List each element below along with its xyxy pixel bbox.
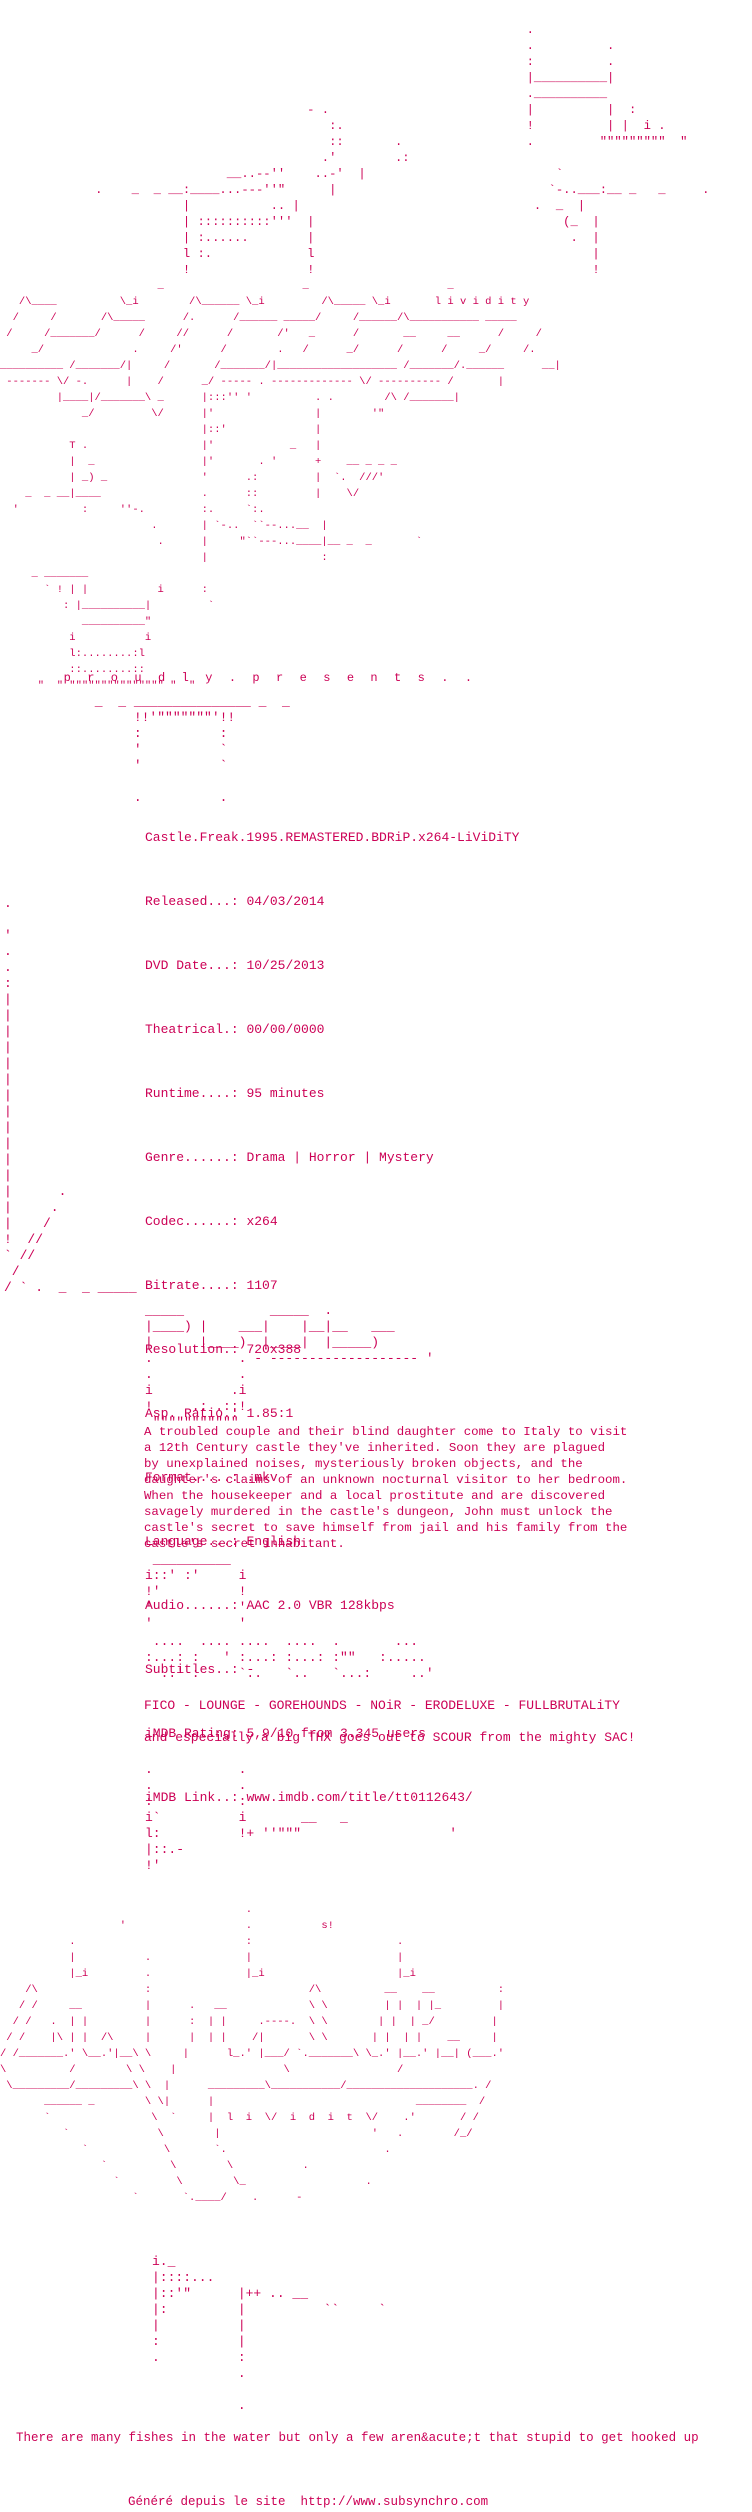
info-label: iMDB Link..: (145, 1790, 239, 1805)
info-label: Bitrate....: (145, 1278, 239, 1293)
info-value: 10/25/2013 (246, 958, 325, 973)
info-label: Codec......: (145, 1214, 239, 1229)
info-value: x264 (246, 1214, 278, 1229)
info-label: Asp. Ratio.: (145, 1406, 239, 1421)
info-label: Resolution.: (145, 1342, 239, 1357)
info-label: Language...: (145, 1534, 239, 1549)
info-label: Subtitles..: (145, 1662, 239, 1677)
info-row-released: Released...: 04/03/2014 (145, 894, 519, 926)
info-value: Drama | Horror | Mystery (246, 1150, 434, 1165)
info-row-format: Format.....: .mkv (145, 1470, 519, 1502)
info-row-imdb-rating: iMDB Rating: 5,9/10 from 3.345 users (145, 1726, 519, 1758)
info-value: 1.85:1 (246, 1406, 294, 1421)
info-value: - (246, 1662, 255, 1677)
info-row-bitrate: Bitrate....: 1107 (145, 1278, 519, 1310)
info-label: DVD Date...: (145, 958, 239, 973)
info-value: English (246, 1534, 302, 1549)
ascii-plot-banner: _____ _____ . |____) | ___| |__|__ ___ |… (145, 1303, 434, 1430)
info-label: iMDB Rating: (145, 1726, 239, 1741)
info-row-subtitles: Subtitles..: - (145, 1662, 519, 1694)
info-row-dvd-date: DVD Date...: 10/25/2013 (145, 958, 519, 990)
ascii-logo-lividity: _ _ _ /\____ \_i /\______ \_i /\_____ \_… (0, 280, 561, 692)
info-label: Theatrical.: (145, 1022, 239, 1037)
info-value: 04/03/2014 (246, 894, 325, 909)
release-info: Castle.Freak.1995.REMASTERED.BDRiP.x264-… (145, 798, 519, 1838)
ascii-art-castle-top: . . . : . (95, 23, 710, 277)
footer: Généré depuis le site http://www.subsync… (128, 2494, 488, 2510)
greets-thanks: and especially a big THX goes out to SCO… (144, 1730, 636, 1745)
info-row-genre: Genre......: Drama | Horror | Mystery (145, 1150, 519, 1182)
greets-groups: FICO - LOUNGE - GOREHOUNDS - NOiR - EROD… (144, 1698, 620, 1713)
info-row-aspect-ratio: Asp. Ratio.: 1.85:1 (145, 1406, 519, 1438)
info-row-runtime: Runtime....: 95 minutes (145, 1086, 519, 1118)
tagline: There are many fishes in the water but o… (16, 2431, 699, 2445)
ascii-bottom-box: i._ |::::... |::'" |++ .. __ |: | `` ` |… (152, 2254, 387, 2413)
info-label: Released...: (145, 894, 239, 909)
info-row-resolution: Resolution.: 720x388 (145, 1342, 519, 1374)
ascii-box-after-greets: . . . . : : i` i __ _ l: !+ ''""" ' |::.… (145, 1762, 458, 1873)
proudly-presents-text: p r o u d l y . p r e s e n t s . . (40, 671, 477, 685)
ascii-left-border: . ' . . : | | | | | | | | | | | | | . | … (4, 896, 137, 1295)
info-label: Audio......: (145, 1598, 239, 1613)
imdb-link[interactable]: www.imdb.com/title/tt0112643/ (246, 1790, 473, 1805)
footer-site-link[interactable]: http://www.subsynchro.com (300, 2495, 489, 2509)
info-row-imdb-link: iMDB Link..: www.imdb.com/title/tt011264… (145, 1790, 519, 1822)
info-value: .mkv (246, 1470, 278, 1485)
release-name: Castle.Freak.1995.REMASTERED.BDRiP.x264-… (145, 830, 520, 845)
info-label: Genre......: (145, 1150, 239, 1165)
info-value: 1107 (246, 1278, 278, 1293)
ascii-box-top: _ _ _______________ _ _ !!'"""""""'!! : … (94, 694, 290, 805)
info-row-language: Language...: English (145, 1534, 519, 1566)
info-row-audio: Audio......: AAC 2.0 VBR 128kbps (145, 1598, 519, 1630)
footer-prefix: Généré depuis le site (128, 2495, 286, 2509)
info-value: 5,9/10 from 3.345 users (246, 1726, 426, 1741)
info-value: 720x388 (246, 1342, 302, 1357)
plot-synopsis: A troubled couple and their blind daught… (144, 1425, 628, 1551)
ascii-logo-lividity-bottom: . ' . s! . : . | . | | |_i (0, 1904, 505, 2204)
info-value: AAC 2.0 VBR 128kbps (246, 1598, 395, 1613)
ascii-greets-banner: .... .... .... .... . ... :...: : ' :...… (145, 1634, 434, 1681)
info-label: Format.....: (145, 1470, 239, 1485)
info-row-theatrical: Theatrical.: 00/00/0000 (145, 1022, 519, 1054)
info-value: 95 minutes (246, 1086, 325, 1101)
info-label: Runtime....: (145, 1086, 239, 1101)
ascii-greets-box: __________ i::' :' i !' ! ' ' ' ' (145, 1552, 247, 1631)
info-row-codec: Codec......: x264 (145, 1214, 519, 1246)
info-value: 00/00/0000 (246, 1022, 325, 1037)
